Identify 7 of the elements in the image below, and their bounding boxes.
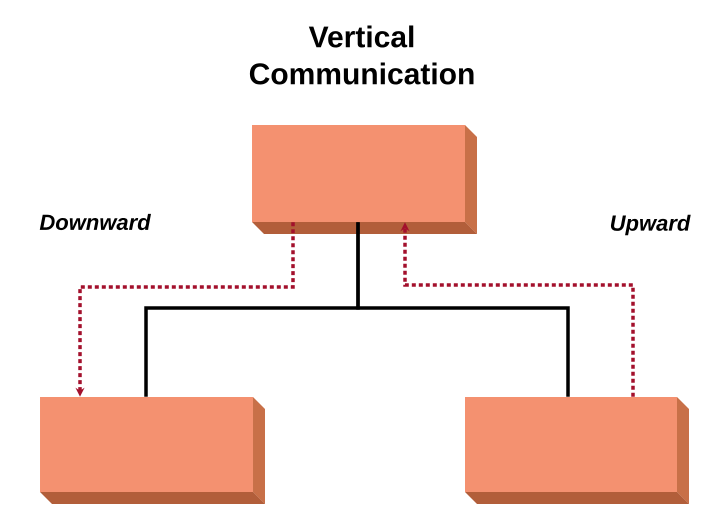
connector-line [356,222,570,397]
box-drawing [40,396,265,504]
title: Vertical Communication [250,25,474,84]
box-drawing [465,396,689,504]
edge-label: Downward [40,214,151,230]
box-drawing [252,124,477,234]
edge-label: Upward [610,214,691,236]
